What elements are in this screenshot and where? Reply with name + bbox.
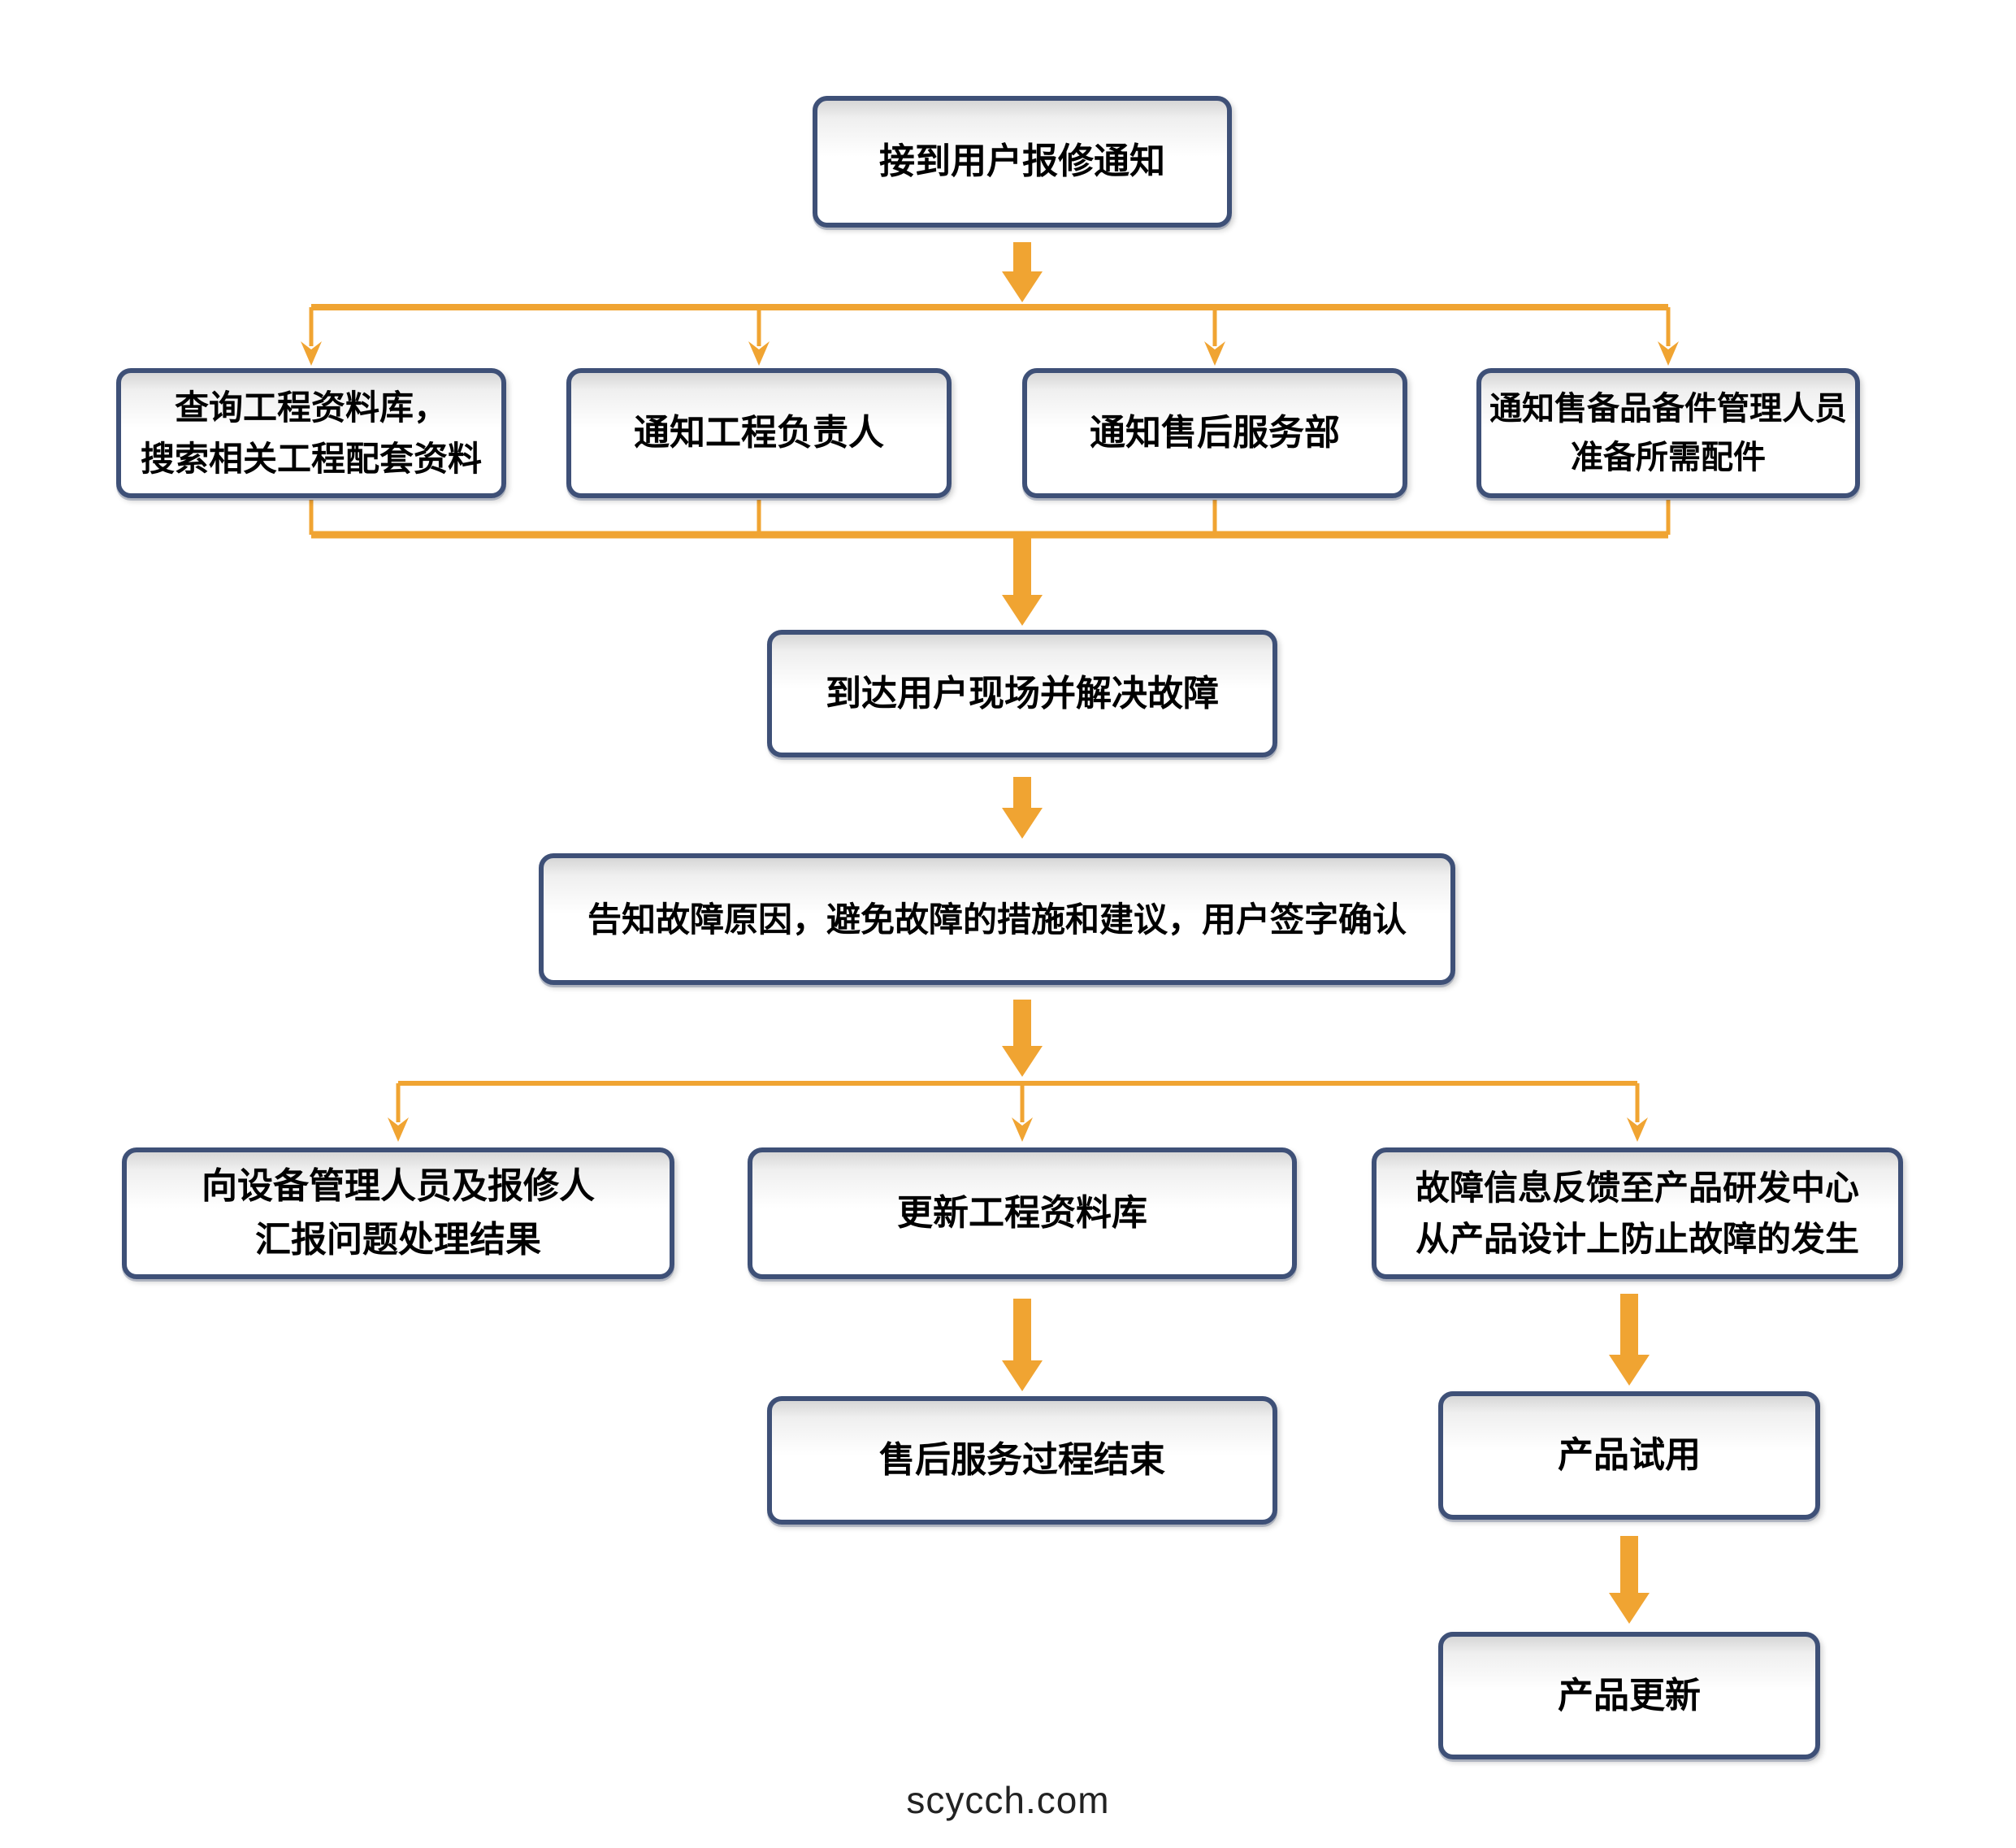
down-arrowhead-icon [1627, 1117, 1648, 1142]
node-feedback-rnd: 故障信息反馈至产品研发中心 从产品设计上防止故障的发生 [1372, 1147, 1903, 1279]
node-notify-parts: 通知售备品备件管理人员 准备所需配件 [1476, 368, 1860, 498]
down-arrowhead-icon [301, 341, 322, 366]
down-arrow-icon [1609, 1294, 1650, 1386]
node-product-update: 产品更新 [1438, 1632, 1820, 1759]
node-notify-service: 通知售后服务部 [1022, 368, 1407, 498]
down-arrowhead-icon [1012, 1117, 1033, 1142]
down-arrowhead-icon [748, 341, 770, 366]
down-arrow-icon [1002, 777, 1043, 839]
down-arrowhead-icon [1204, 341, 1225, 366]
down-arrow-icon [1002, 1299, 1043, 1391]
node-receive-notice: 接到用户报修通知 [813, 96, 1232, 228]
down-arrowhead-icon [1658, 341, 1679, 366]
down-arrow-icon [1609, 1536, 1650, 1624]
down-arrow-icon [1002, 1000, 1043, 1077]
node-product-trial: 产品试用 [1438, 1391, 1820, 1520]
split-connector-top [301, 304, 1679, 366]
down-arrowhead-icon [388, 1117, 409, 1142]
node-service-end: 售后服务过程结束 [767, 1396, 1277, 1525]
node-query-database: 查询工程资料库， 搜索相关工程配套资料 [116, 368, 506, 498]
node-report-result: 向设备管理人员及报修人 汇报问题处理结果 [122, 1147, 674, 1279]
node-arrive-onsite: 到达用户现场并解决故障 [767, 630, 1277, 757]
split-connector-bottom [388, 1081, 1648, 1142]
down-arrow-icon [1002, 242, 1043, 302]
watermark-text: scycch.com [906, 1779, 1110, 1821]
node-update-database: 更新工程资料库 [748, 1147, 1297, 1279]
down-arrow-icon [1002, 538, 1043, 626]
merge-connector [309, 500, 1671, 539]
node-inform-cause: 告知故障原因，避免故障的措施和建议，用户签字确认 [539, 853, 1455, 985]
node-notify-engineer: 通知工程负责人 [566, 368, 952, 498]
